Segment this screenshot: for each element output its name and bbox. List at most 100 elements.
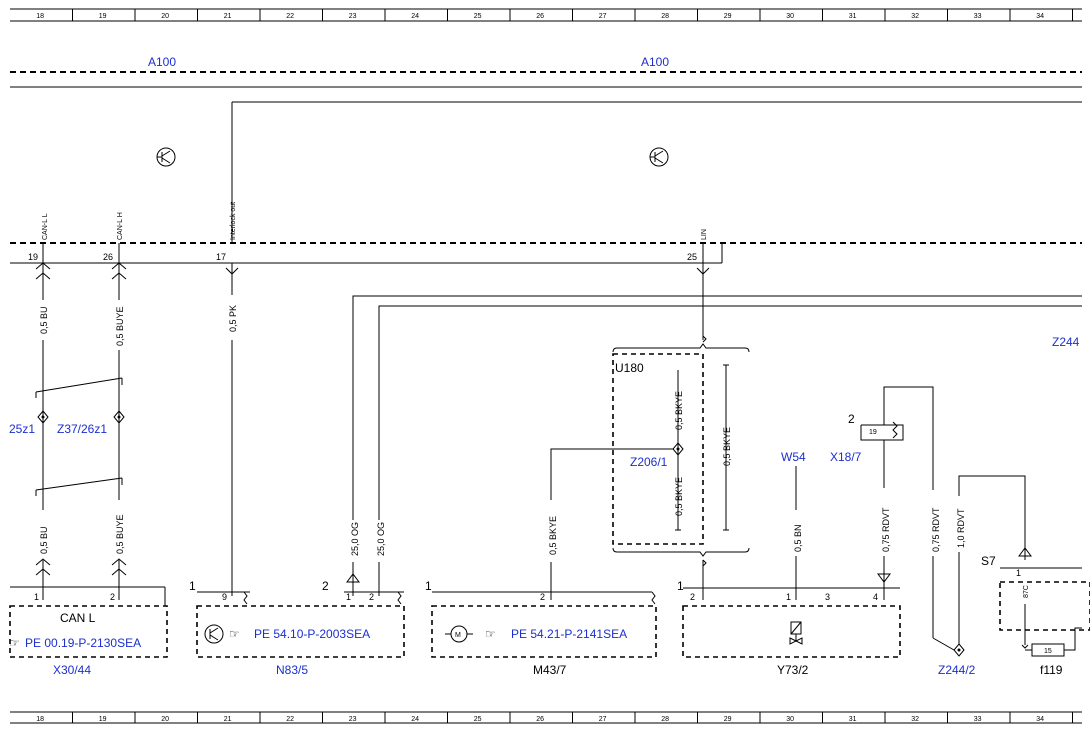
- grid-column-label: 32: [911, 716, 919, 723]
- x18-7-connector[interactable]: 2 19 X18/7: [830, 412, 904, 464]
- grid-column-label: 27: [599, 13, 607, 20]
- svg-text:4: 4: [873, 592, 878, 602]
- component-label[interactable]: N83/5: [276, 663, 308, 677]
- svg-text:2: 2: [322, 579, 329, 593]
- pin-signal-interlock: Interlock out: [230, 202, 237, 240]
- svg-text:19: 19: [869, 429, 877, 436]
- component-label: Y73/2: [777, 663, 809, 677]
- u180-boundary: [612, 353, 704, 545]
- wire-label: 0,5 BKYE: [674, 391, 684, 430]
- svg-text:1: 1: [425, 579, 432, 593]
- grid-column-label: 24: [411, 716, 419, 723]
- grid-column-label: 28: [661, 716, 669, 723]
- wire-label: 0,5 BN: [793, 524, 803, 552]
- s7-relay: S7 1 87C: [981, 547, 1090, 649]
- transistor-icon: [204, 624, 224, 644]
- grid-column-label: 22: [286, 716, 294, 723]
- splice-z206-1[interactable]: Z206/1: [630, 442, 684, 469]
- wire-label: 0,5 BU: [39, 306, 49, 334]
- grid-column-label: 23: [349, 716, 357, 723]
- grid-column-label: 19: [99, 13, 107, 20]
- svg-text:X18/7: X18/7: [830, 450, 862, 464]
- splice-25z1[interactable]: 25z1: [9, 410, 49, 436]
- transistor-icon: [649, 147, 669, 167]
- svg-text:1: 1: [346, 592, 351, 602]
- pin-number: 19: [28, 252, 38, 262]
- svg-text:9: 9: [222, 592, 227, 602]
- pin-signal-lin: LIN: [701, 229, 708, 240]
- svg-text:2: 2: [540, 592, 545, 602]
- pin-signal-can-l: CAN-L L: [42, 213, 49, 240]
- wire-label: 0,75 RDVT: [881, 507, 891, 552]
- svg-text:87C: 87C: [1023, 585, 1030, 598]
- grid-column-label: 26: [536, 716, 544, 723]
- svg-text:CAN L: CAN L: [60, 611, 96, 625]
- grid-column-label: 19: [99, 716, 107, 723]
- motor-icon: M: [445, 625, 473, 643]
- grid-column-label: 29: [724, 716, 732, 723]
- pin-number: 26: [103, 252, 113, 262]
- reference-link[interactable]: PE 54.10-P-2003SEA: [254, 627, 370, 641]
- svg-text:2: 2: [690, 592, 695, 602]
- component-label[interactable]: X30/44: [53, 663, 91, 677]
- grid-column-label: 18: [36, 13, 44, 20]
- svg-text:Z37/26z1: Z37/26z1: [57, 422, 107, 436]
- wire-label: 25,0 OG: [376, 522, 386, 556]
- grid-column-label: 20: [161, 716, 169, 723]
- grid-column-label: 21: [224, 716, 232, 723]
- grid-column-label: 27: [599, 716, 607, 723]
- hand-pointer-icon: ☞: [485, 627, 496, 641]
- component-y73-2: 1 2 1 3 4 Y73/2: [677, 579, 901, 677]
- svg-text:25z1: 25z1: [9, 422, 35, 436]
- grid-column-label: 22: [286, 13, 294, 20]
- bus-label-z244[interactable]: Z244: [1052, 335, 1080, 349]
- grid-column-label: 24: [411, 13, 419, 20]
- svg-text:1: 1: [786, 592, 791, 602]
- svg-text:Z244/2: Z244/2: [938, 663, 976, 677]
- component-m43-7: 1 2 M ☞ PE 54.21-P-2141SEA M43/7: [425, 579, 657, 677]
- component-x30-44: 1 2 CAN L ☞ PE 00.19-P-2130SEA X30/44: [9, 586, 168, 677]
- w54-label[interactable]: W54: [781, 450, 806, 464]
- reference-link[interactable]: PE 00.19-P-2130SEA: [25, 636, 141, 650]
- splice-z244-2[interactable]: Z244/2: [938, 643, 976, 677]
- component-label: M43/7: [533, 663, 567, 677]
- grid-column-label: 34: [1036, 13, 1044, 20]
- grid-column-label: 28: [661, 13, 669, 20]
- grid-column-label: 21: [224, 13, 232, 20]
- grid-column-label: 18: [36, 716, 44, 723]
- svg-text:f119: f119: [1040, 663, 1063, 677]
- wire-label: 25,0 OG: [350, 522, 360, 556]
- svg-text:Z206/1: Z206/1: [630, 455, 668, 469]
- wire-bkye: [550, 448, 673, 500]
- wire-interlock: [225, 263, 239, 596]
- wire-lin: [612, 243, 750, 600]
- wire-label: 1,0 RDVT: [956, 508, 966, 548]
- grid-column-label: 34: [1036, 716, 1044, 723]
- bus-label-left[interactable]: A100: [148, 55, 176, 69]
- svg-text:S7: S7: [981, 554, 996, 568]
- svg-text:3: 3: [825, 592, 830, 602]
- svg-text:2: 2: [110, 592, 115, 602]
- pin-number: 25: [687, 252, 697, 262]
- splice-z37-26z1[interactable]: Z37/26z1: [57, 410, 125, 436]
- wire-label: 0,5 BKYE: [548, 516, 558, 555]
- pin-signal-can-h: CAN-L H: [117, 212, 124, 240]
- grid-column-label: 25: [474, 716, 482, 723]
- wire-label: 0,5 BKYE: [674, 477, 684, 516]
- grid-column-label: 23: [349, 13, 357, 20]
- grid-column-label: 32: [911, 13, 919, 20]
- wire-label: 0,5 PK: [228, 305, 238, 332]
- grid-column-label: 26: [536, 13, 544, 20]
- svg-text:1: 1: [677, 579, 684, 593]
- reference-link[interactable]: PE 54.21-P-2141SEA: [511, 627, 627, 641]
- svg-text:15: 15: [1044, 648, 1052, 655]
- wire-label: 0,5 BKYE: [722, 427, 732, 466]
- grid-column-label: 29: [724, 13, 732, 20]
- bus-label-right[interactable]: A100: [641, 55, 669, 69]
- svg-text:1: 1: [1016, 568, 1021, 578]
- wire-can-h: [111, 243, 127, 600]
- grid-column-label: 31: [849, 13, 857, 20]
- svg-text:1: 1: [189, 579, 196, 593]
